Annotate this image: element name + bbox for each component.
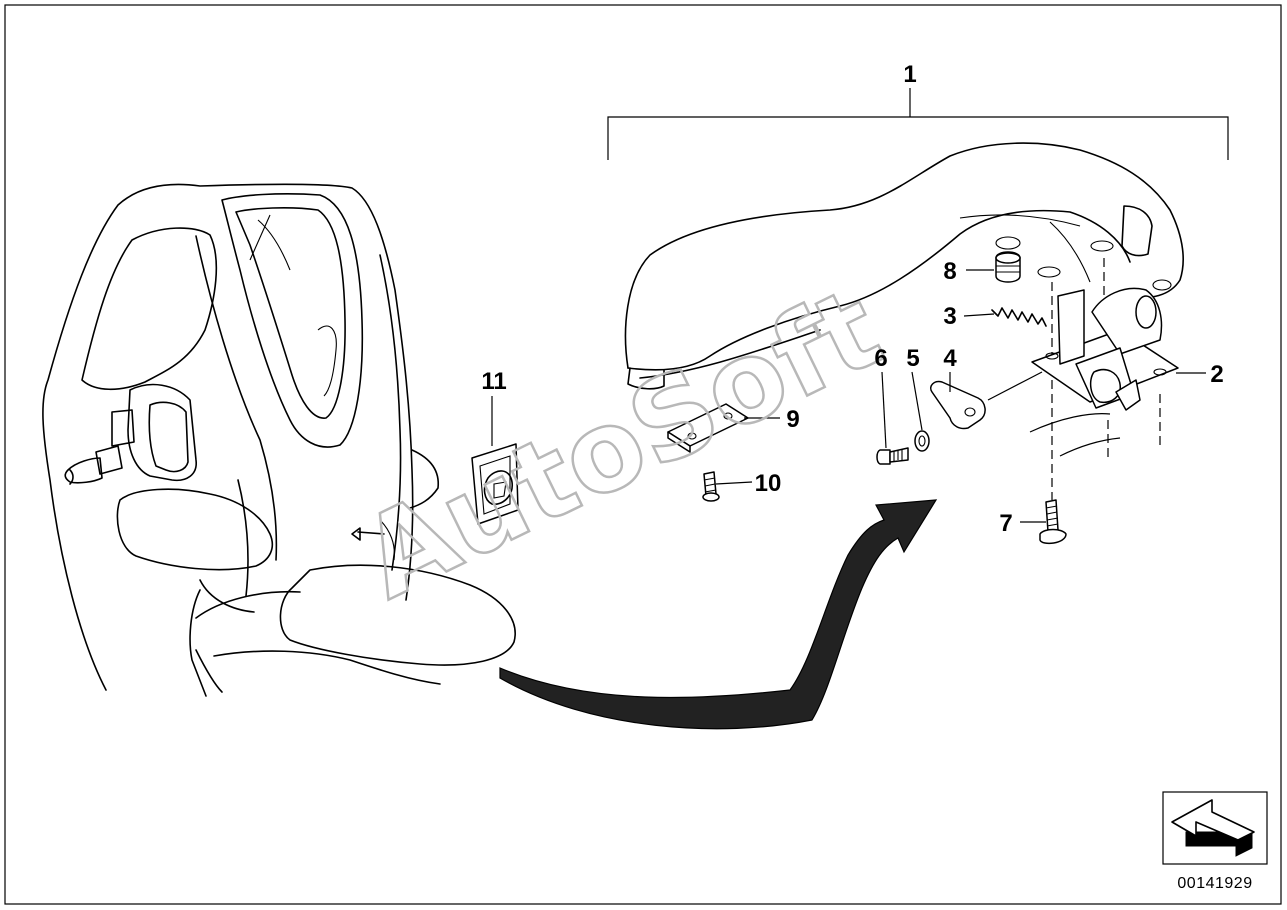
navigation-arrow-icon: [1162, 791, 1268, 865]
callout-leaders: [491, 269, 1206, 523]
cap-part-8: [995, 251, 1021, 283]
callout-10: 10: [755, 470, 782, 497]
latch-mechanism-part-2: [1031, 287, 1179, 411]
callout-5: 5: [906, 345, 919, 372]
screw-part-7: [1039, 499, 1067, 545]
diagram-frame: [4, 4, 1282, 905]
callout-4: 4: [943, 345, 957, 372]
callout-2: 2: [1210, 361, 1223, 388]
document-number: 00141929: [1177, 875, 1252, 892]
watermark: AutoSoft: [343, 263, 900, 624]
callout-labels: 1 2 3 4 5 6 7 8 9 10 11: [481, 61, 1223, 537]
lever-part-4: [930, 380, 986, 430]
flow-arrow-icon: [499, 499, 938, 730]
washer-part-5: [914, 430, 930, 452]
callout-7: 7: [999, 510, 1012, 537]
spring-part-3: [991, 307, 1047, 327]
bracket-icon: [471, 443, 519, 525]
bolt-part-6: [876, 447, 909, 465]
seat-underside-drawing: [624, 142, 1184, 390]
fairing-overview-drawing: [42, 183, 516, 697]
callout-1: 1: [903, 61, 916, 88]
callout-8: 8: [943, 258, 956, 285]
screw-part-10: [702, 471, 720, 502]
callout-3: 3: [943, 303, 956, 330]
callout-11: 11: [481, 368, 506, 395]
callout-9: 9: [786, 406, 799, 433]
callout-6: 6: [874, 345, 887, 372]
assembly-bracket-1: [607, 88, 1229, 160]
